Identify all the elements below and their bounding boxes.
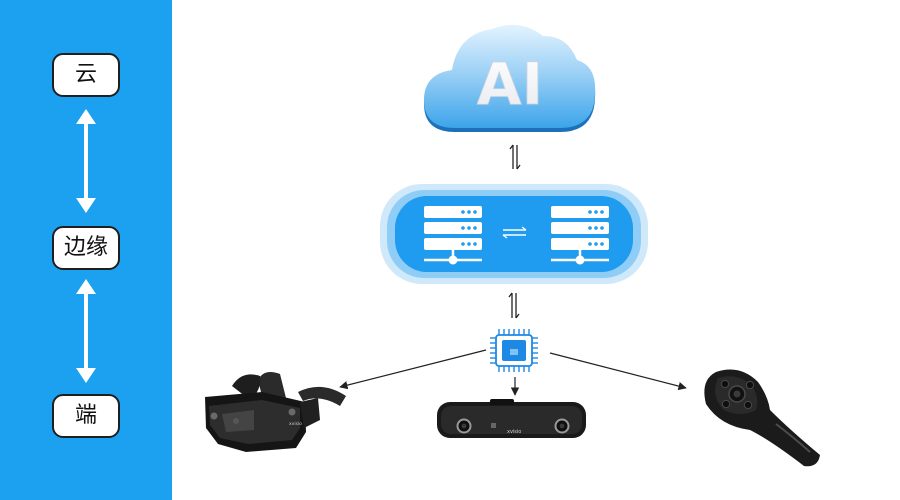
camera-brand-label: xvisio	[507, 429, 521, 435]
tier-label-edge: 边缘	[52, 226, 120, 270]
tier-sidebar: 云 边缘 端	[0, 0, 172, 500]
tier-label-device: 端	[52, 394, 120, 438]
tier-label-cloud: 云	[52, 53, 120, 97]
depth-camera-image: xvisio	[437, 399, 586, 438]
double-arrow-edge-device	[76, 279, 96, 383]
double-arrow-cloud-edge	[76, 109, 96, 213]
cloud-ai-text: AI	[477, 50, 543, 118]
arrow-chip-to-headset	[339, 349, 487, 390]
ai-cloud-icon: AI	[424, 24, 596, 132]
edge-server-panel	[380, 184, 648, 284]
arrow-chip-to-controller	[549, 352, 687, 391]
sync-arrows-icon	[502, 226, 527, 239]
exchange-arrows-cloud-edge	[509, 144, 521, 170]
chip-icon	[490, 329, 538, 372]
headset-brand-label: xvisio	[289, 421, 302, 427]
exchange-arrows-edge-chip	[508, 292, 520, 319]
ar-headset-image: xvisio	[205, 372, 346, 452]
vr-controller-image	[704, 369, 820, 467]
